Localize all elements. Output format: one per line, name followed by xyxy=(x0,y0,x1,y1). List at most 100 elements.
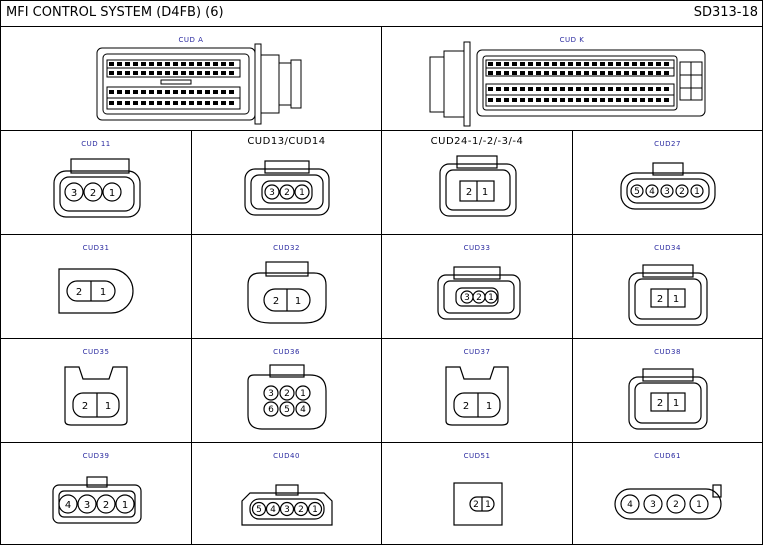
connector-cud39-drawing: 4 3 2 1 xyxy=(52,476,142,524)
connector-cell-cud37: CUD37 2 1 xyxy=(382,339,573,443)
connector-cell-cud32: CUD32 2 1 xyxy=(192,235,382,339)
connector-cell-cud40: CUD40 5 4 3 2 1 xyxy=(192,443,382,544)
pin-label: 4 xyxy=(627,500,633,510)
pin-label: 3 xyxy=(84,500,90,511)
pin-label: 2 xyxy=(657,398,663,409)
pin-label: 2 xyxy=(284,389,290,399)
connector-cell-cud35: CUD35 2 1 xyxy=(1,339,192,443)
connector-cud38-drawing: 2 1 xyxy=(628,368,708,430)
connector-cell-cud38: CUD38 2 1 xyxy=(573,339,762,443)
diagram-code: SD313-18 xyxy=(693,5,758,20)
pin-label: 1 xyxy=(673,398,679,409)
pin-label: 2 xyxy=(90,188,96,199)
connector-cud37-drawing: 2 1 xyxy=(445,366,509,426)
connector-cud40-drawing: 5 4 3 2 1 xyxy=(241,484,333,526)
connector-cell-cud51: CUD51 2 1 xyxy=(382,443,573,544)
pin-label: 2 xyxy=(473,500,479,510)
connector-label: CUD37 xyxy=(463,348,491,356)
connector-cud32-drawing: 2 1 xyxy=(247,261,327,324)
connector-cell-cud31: CUD31 2 1 xyxy=(1,235,192,339)
pin-label: 1 xyxy=(109,188,115,199)
connector-cud-k-drawing xyxy=(429,41,706,127)
connector-cud51-drawing: 2 1 xyxy=(453,482,503,526)
connector-label: CUD35 xyxy=(82,348,110,356)
pin-label: 3 xyxy=(269,188,275,198)
pin-label: 6 xyxy=(268,405,274,415)
pin-label: 1 xyxy=(482,187,488,198)
connector-label: CUD36 xyxy=(273,348,300,356)
pin-label: 1 xyxy=(122,500,128,511)
pin-label: 3 xyxy=(464,293,470,303)
pin-label: 1 xyxy=(299,188,305,198)
pin-label: 1 xyxy=(673,294,679,305)
pin-label: 3 xyxy=(664,187,670,197)
pin-label: 2 xyxy=(76,287,82,298)
pin-label: 2 xyxy=(103,500,109,511)
pin-label: 1 xyxy=(295,296,301,307)
connector-cud35-drawing: 2 1 xyxy=(64,366,128,426)
connector-cell-cud61: CUD61 4 3 2 1 xyxy=(573,443,762,544)
pin-label: 3 xyxy=(650,500,656,510)
connector-cell-cud36: CUD36 3 2 1 6 5 4 xyxy=(192,339,382,443)
pin-label: 2 xyxy=(673,500,679,510)
connector-label: CUD K xyxy=(559,36,585,44)
pin-label: 3 xyxy=(71,188,77,199)
connector-label: CUD13/CUD14 xyxy=(247,136,326,147)
pin-label: 4 xyxy=(649,187,655,197)
pin-label: 1 xyxy=(694,187,700,197)
connector-label: CUD39 xyxy=(82,452,110,460)
pin-label: 5 xyxy=(256,505,262,515)
pin-label: 5 xyxy=(284,405,290,415)
connector-cud36-drawing: 3 2 1 6 5 4 xyxy=(247,364,327,430)
connector-cell-cud33: CUD33 3 2 1 xyxy=(382,235,573,339)
connector-cud33-drawing: 3 2 1 xyxy=(437,266,521,320)
connector-cud24-drawing: 2 1 xyxy=(439,155,517,217)
connector-cell-cud34: CUD34 2 1 xyxy=(573,235,762,339)
connector-label: CUD31 xyxy=(82,244,110,252)
connector-cud27-drawing: 5 4 3 2 1 xyxy=(620,162,716,210)
connector-label: CUD34 xyxy=(654,244,681,252)
connector-cud11-drawing: 3 2 1 xyxy=(53,158,141,218)
connector-label: CUD33 xyxy=(463,244,491,252)
diagram-title: MFI CONTROL SYSTEM (D4FB) (6) xyxy=(6,5,224,20)
pin-label: 2 xyxy=(657,294,663,305)
pin-label: 1 xyxy=(300,389,306,399)
connector-label: CUD61 xyxy=(654,452,681,460)
connector-cell-cud27: CUD27 5 4 3 2 1 xyxy=(573,131,762,235)
connector-cud-a-drawing xyxy=(96,43,302,125)
pin-label: 2 xyxy=(298,505,304,515)
connector-cell-cud-k: CUD K xyxy=(382,27,762,131)
pin-label: 2 xyxy=(463,401,469,412)
pin-label: 1 xyxy=(312,505,318,515)
connector-label: CUD24-1/-2/-3/-4 xyxy=(430,136,524,147)
pin-label: 4 xyxy=(300,405,306,415)
connector-cud61-drawing: 4 3 2 1 xyxy=(614,484,722,520)
pin-label: 1 xyxy=(486,401,492,412)
connector-label: CUD32 xyxy=(273,244,300,252)
pin-label: 1 xyxy=(105,401,111,412)
pin-label: 2 xyxy=(466,187,472,198)
connector-label: CUD A xyxy=(178,36,204,44)
pin-label: 4 xyxy=(270,505,276,515)
connector-cell-cud13-14: CUD13/CUD14 3 2 1 xyxy=(192,131,382,235)
connector-label: CUD 11 xyxy=(81,140,111,148)
connector-label: CUD51 xyxy=(463,452,491,460)
pin-label: 3 xyxy=(268,389,274,399)
pin-label: 1 xyxy=(100,287,106,298)
pin-label: 2 xyxy=(82,401,88,412)
header-bar: MFI CONTROL SYSTEM (D4FB) (6) SD313-18 xyxy=(1,1,762,27)
connector-cud13-14-drawing: 3 2 1 xyxy=(244,160,330,216)
connector-label: CUD40 xyxy=(273,452,300,460)
pin-label: 1 xyxy=(488,293,494,303)
pin-label: 2 xyxy=(679,187,685,197)
connector-cud34-drawing: 2 1 xyxy=(628,264,708,326)
pin-label: 4 xyxy=(65,500,71,511)
connector-cell-cud-a: CUD A xyxy=(1,27,382,131)
pin-label: 2 xyxy=(273,296,279,307)
pin-label: 2 xyxy=(476,293,482,303)
connector-label: CUD38 xyxy=(654,348,681,356)
pin-label: 1 xyxy=(485,500,491,510)
connector-cell-cud24: CUD24-1/-2/-3/-4 2 1 xyxy=(382,131,573,235)
connector-label: CUD27 xyxy=(654,140,681,148)
